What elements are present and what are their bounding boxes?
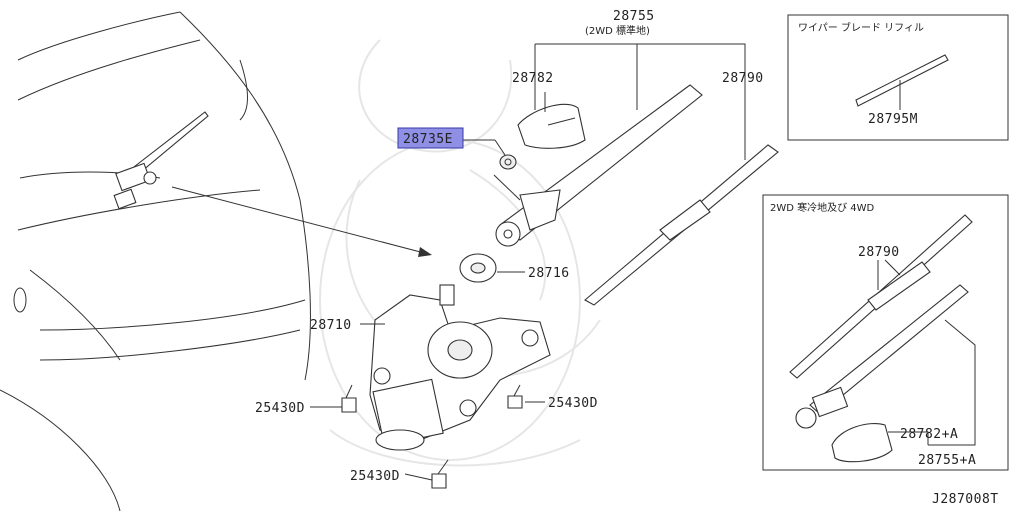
label-28735e-highlight <box>397 127 464 149</box>
label-28782a: 28782+A <box>900 427 958 442</box>
label-28782: 28782 <box>512 71 554 86</box>
label-28755a: 28755+A <box>918 453 976 468</box>
bolt-25430d-right <box>507 384 523 409</box>
label-28795m: 28795M <box>868 112 918 127</box>
wiper-arm-28755 <box>495 84 703 247</box>
label-28710: 28710 <box>310 318 352 333</box>
label-28790-cold: 28790 <box>858 245 900 260</box>
label-28790-main: 28790 <box>722 71 764 86</box>
wiper-on-vehicle <box>113 111 209 210</box>
label-25430d-left: 25430D <box>255 401 305 416</box>
nut-28735e <box>499 154 517 170</box>
wiper-blade-28790 <box>584 144 779 306</box>
bolt-25430d-left <box>341 384 357 413</box>
seal-28716 <box>459 253 497 283</box>
label-28716: 28716 <box>528 266 570 281</box>
leader-lines <box>310 43 746 481</box>
wiper-motor-28710 <box>369 284 551 451</box>
label-28755-sub: (2WD 標準地) <box>585 24 650 37</box>
diagram-id: J287008T <box>932 492 999 507</box>
cold-region-inset <box>762 194 1009 471</box>
vehicle-rear-outline <box>0 11 311 511</box>
refill-inset <box>787 14 1009 141</box>
cap-28782 <box>517 103 586 149</box>
label-25430d-right: 25430D <box>548 396 598 411</box>
bolt-25430d-bottom <box>431 459 449 489</box>
label-28735e[interactable]: 28735E <box>403 132 453 147</box>
refill-title: ワイパー ブレード リフィル <box>798 21 924 34</box>
label-25430d-bottom: 25430D <box>350 469 400 484</box>
cold-region-title: 2WD 寒冷地及び 4WD <box>770 201 875 214</box>
label-28755: 28755 <box>613 9 655 24</box>
pointer-arrow <box>171 186 432 257</box>
